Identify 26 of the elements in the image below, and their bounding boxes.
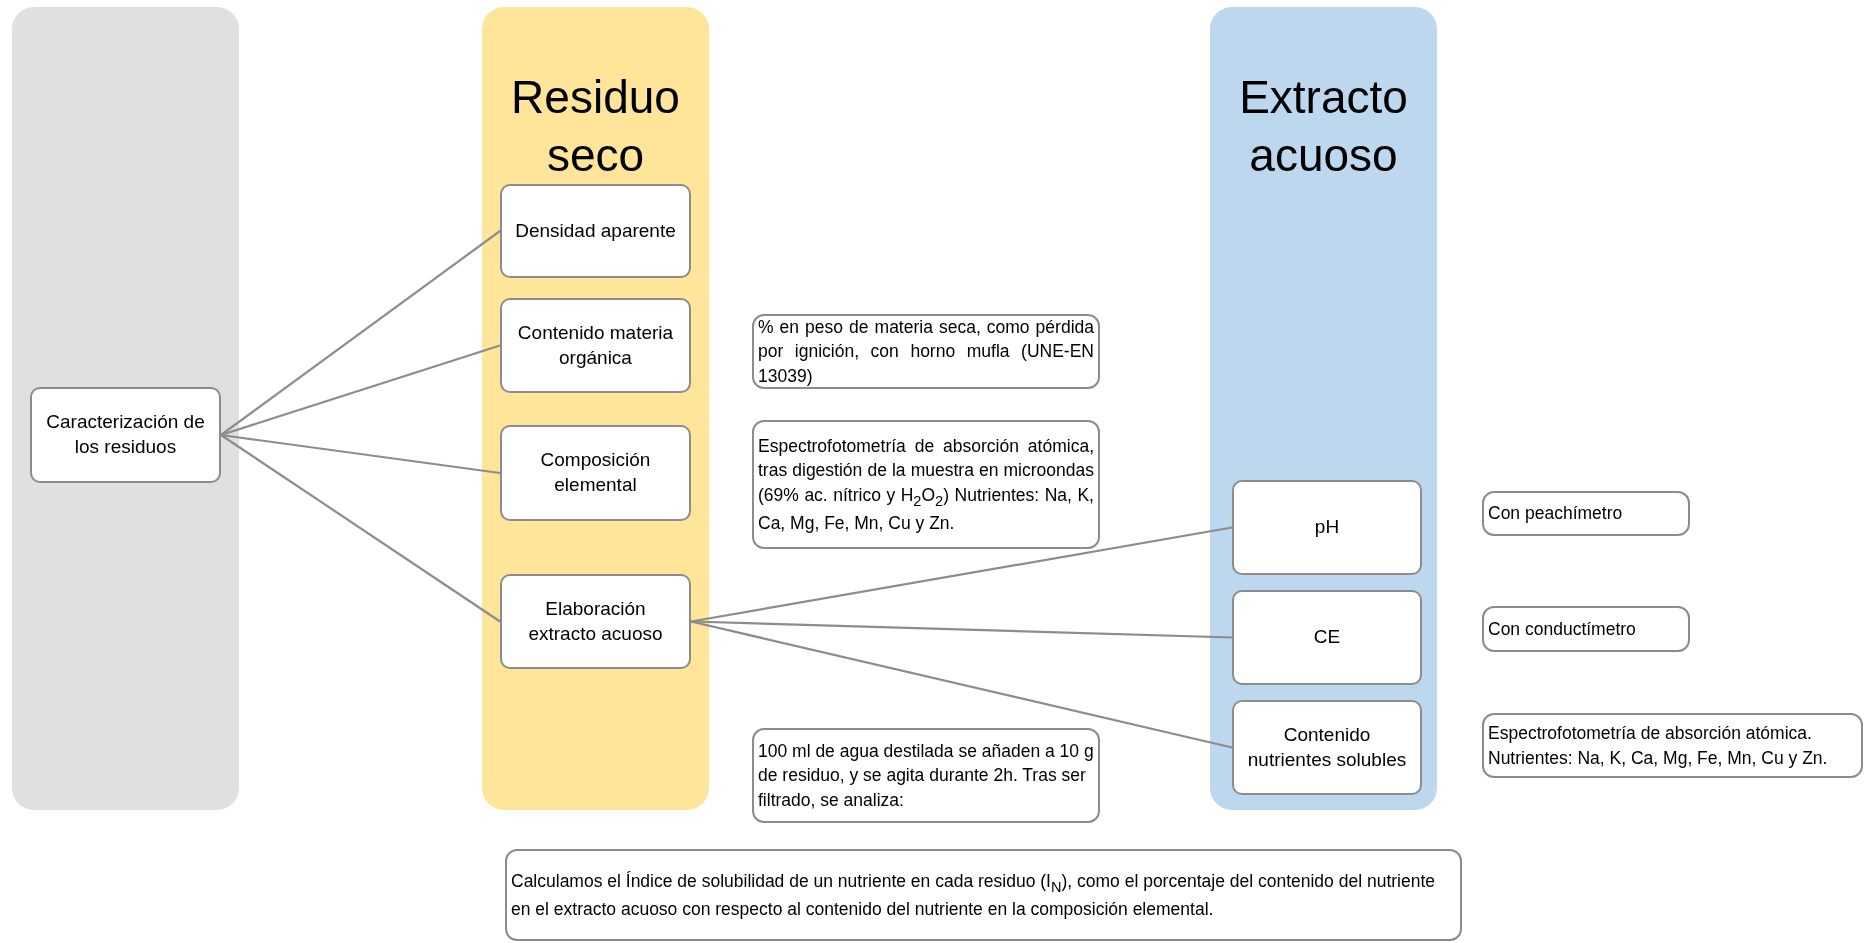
connector-line <box>220 434 501 623</box>
note-box: Espectrofotometría de absorción atómica. Nutrientes: Na, K, Ca, Mg, Fe, Mn, Cu y Zn. <box>1482 713 1863 778</box>
process-box: CE <box>1232 590 1422 685</box>
connector-line <box>690 620 1233 749</box>
note-box: 100 ml de agua destilada se añaden a 10 g de residuo, y se agita durante 2h. Tras ser filtrado, se analiza: <box>752 728 1100 823</box>
note-box: Calculamos el Índice de solubilidad de un nutriente en cada residuo (I$_{N}$), como el porcentaje del contenido del nutriente en el extracto acuoso con respecto al contenido del nutriente en la composición elemental. <box>505 849 1462 941</box>
column-heading: Residuo seco <box>510 70 681 183</box>
process-box: Contenido nutrientes solubles <box>1232 700 1422 795</box>
process-box: Contenido materia orgánica <box>500 298 691 393</box>
connector-line <box>690 620 1233 639</box>
note-box: Espectrofotometría de absorción atómica, tras digestión de la muestra en microondas (69% ac. nítrico y H$_{2}$O$_{2}$) Nutrientes: Na, K, Ca, Mg, Fe, Mn, Cu y Zn. <box>752 420 1100 549</box>
connector-line <box>220 344 501 437</box>
column-band <box>12 7 239 810</box>
note-box: Con conductímetro <box>1482 606 1690 652</box>
process-box: Elaboración extracto acuoso <box>500 574 691 669</box>
column-band <box>1210 7 1437 810</box>
process-box: pH <box>1232 480 1422 575</box>
column-heading: Extracto acuoso <box>1238 70 1409 183</box>
column-band <box>482 7 709 810</box>
process-box: Densidad aparente <box>500 184 691 278</box>
process-box: Caracterización de los residuos <box>30 387 221 483</box>
process-box: Composición elemental <box>500 425 691 521</box>
connector-line <box>220 433 501 475</box>
note-box: Con peachímetro <box>1482 491 1690 536</box>
connector-line <box>220 230 501 436</box>
note-box: % en peso de materia seca, como pérdida por ignición, con horno mufla (UNE-EN 13039) <box>752 314 1100 389</box>
